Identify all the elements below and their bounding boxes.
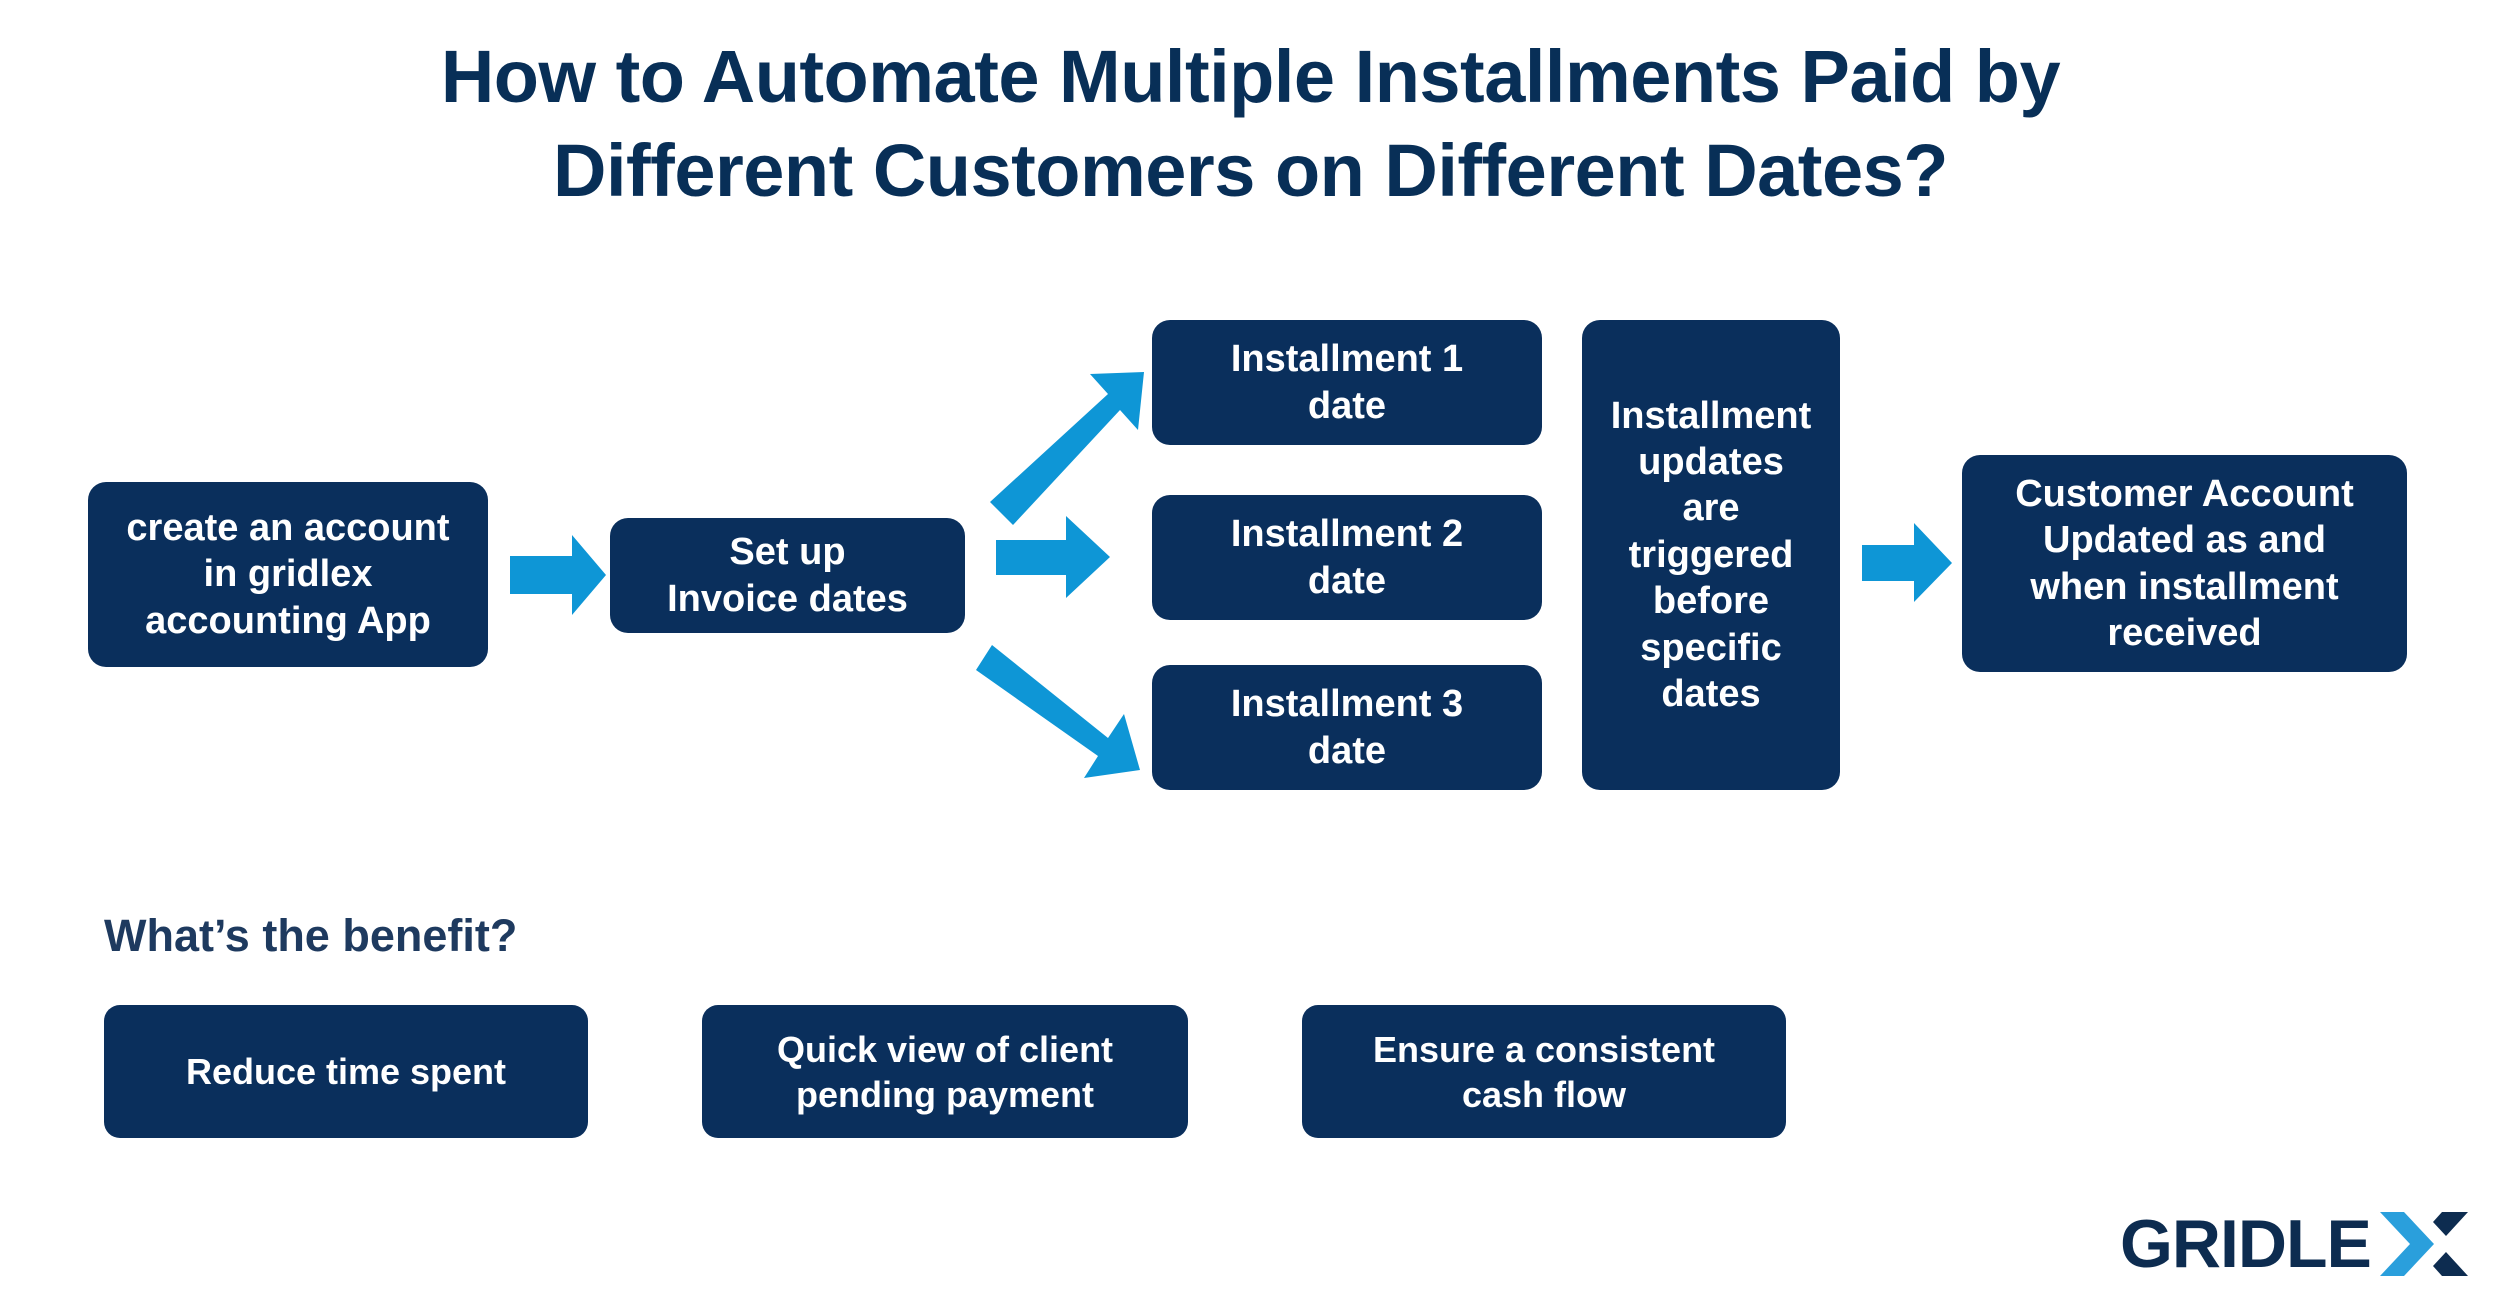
flow-node-customer-account-updated: Customer Account Updated as and when ins… bbox=[1962, 455, 2407, 672]
arrow-trigger-to-customer-icon bbox=[1862, 523, 1952, 602]
arrow-setup-to-installment-2-icon bbox=[996, 516, 1110, 598]
arrow-setup-to-installment-3-icon bbox=[976, 645, 1140, 778]
page-title-line-2: Different Customers on Different Dates? bbox=[553, 129, 1948, 212]
benefit-card-reduce-time-spent: Reduce time spent bbox=[104, 1005, 588, 1138]
flow-node-create-account: create an account in gridlex accounting … bbox=[88, 482, 488, 667]
benefits-heading: What’s the benefit? bbox=[104, 910, 518, 961]
page-title: How to Automate Multiple Installments Pa… bbox=[0, 40, 2501, 208]
arrow-setup-to-installment-1-icon bbox=[990, 372, 1144, 525]
gridlex-logo-x-icon bbox=[2380, 1212, 2468, 1276]
benefit-card-quick-view-pending: Quick view of client pending payment bbox=[702, 1005, 1188, 1138]
gridlex-logo-wordmark: GRIDLE bbox=[2120, 1206, 2372, 1282]
benefit-card-consistent-cash-flow: Ensure a consistent cash flow bbox=[1302, 1005, 1786, 1138]
arrow-create-to-setup-icon bbox=[510, 535, 606, 615]
gridlex-logo: GRIDLE bbox=[2120, 1208, 2470, 1280]
page-title-line-1: How to Automate Multiple Installments Pa… bbox=[440, 35, 2061, 118]
flow-node-setup-invoice-dates: Set up Invoice dates bbox=[610, 518, 965, 633]
flow-node-installment-1-date: Installment 1 date bbox=[1152, 320, 1542, 445]
flow-node-installment-updates-triggered: Installment updates are triggered before… bbox=[1582, 320, 1840, 790]
flow-node-installment-3-date: Installment 3 date bbox=[1152, 665, 1542, 790]
flow-node-installment-2-date: Installment 2 date bbox=[1152, 495, 1542, 620]
